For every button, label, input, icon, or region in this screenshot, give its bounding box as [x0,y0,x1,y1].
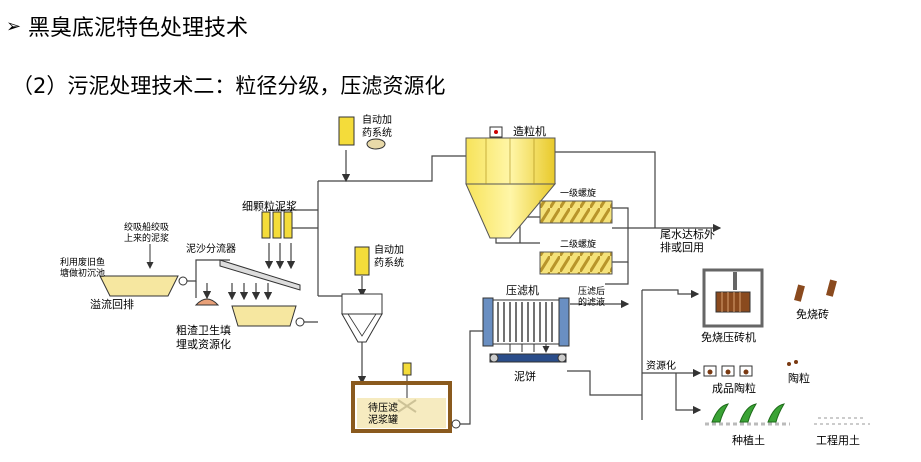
brick-machine-label: 免烧压砖机 [701,330,756,344]
dredge-label-b: 上来的泥浆 [124,232,169,244]
press-slurry-tank: 待压滤 泥浆罐 [351,362,461,433]
press-tank-label-a: 待压滤 [368,401,398,414]
mixing-hopper [341,293,383,343]
coarse-slag-label-a: 粗渣卫生填 [176,323,231,337]
fine-sludge-cyclones: 细颗粒泥浆 [242,199,297,239]
planting-soil-label: 种植土 [732,433,765,447]
section-title: 黑臭底泥特色处理技术 [28,16,249,41]
pond-label-a: 利用废旧鱼 [60,256,105,268]
stage2-spiral: 二级螺旋 [539,238,613,275]
granulator: 造粒机 [465,124,557,239]
fine-sludge-label: 细颗粒泥浆 [242,199,297,213]
overflow-label: 溢流回排 [90,297,134,311]
dredge-label-a: 绞吸船绞吸 [124,221,169,233]
planting-soil: 种植土 [705,403,790,447]
filtrate-label-b: 的滤液 [578,296,605,308]
tail-water-label-b: 排或回用 [660,240,704,254]
auto-dosing-label-2b: 药系统 [374,256,404,269]
engineering-soil-label: 工程用土 [816,434,860,447]
pipe-network [180,150,722,425]
engineering-soil: 工程用土 [814,417,870,447]
ceramsite-finished-label: 成品陶粒 [712,381,756,395]
coarse-slag-label-b: 埋或资源化 [176,337,231,351]
filter-press: 压滤机 压滤后 的滤液 泥饼 [482,283,605,383]
press-tank-label-b: 泥浆罐 [368,413,398,426]
mud-cake-label: 泥饼 [514,369,536,383]
resource-label: 资源化 [646,359,676,372]
sand-separator-label: 泥沙分流器 [186,242,236,255]
coarse-slag-area: 粗渣卫生填 埋或资源化 [176,298,305,351]
auto-dosing-label-1a: 自动加 [362,113,392,126]
auto-dosing-label-1b: 药系统 [362,126,392,139]
auto-dosing-label-2a: 自动加 [374,243,404,256]
filtrate-label-a: 压滤后 [578,285,605,297]
unfired-bricks: 免烧砖 [794,279,837,321]
ceramsite-products: 成品陶粒 陶粒 [703,360,810,395]
granulator-label: 造粒机 [513,124,546,138]
auto-dosing-unit-1: 自动加 药系统 [338,113,392,150]
stage2-spiral-label: 二级螺旋 [560,238,596,250]
tail-water-label-a: 尾水达标外 [660,227,715,241]
section-subtitle: （2）污泥处理技术二：粒径分级，压滤资源化 [12,74,446,98]
section-heading: ➢ 黑臭底泥特色处理技术 [6,10,248,42]
brick-press-machine: 免烧压砖机 [701,268,764,344]
ceramsite-label: 陶粒 [788,371,810,385]
stage1-spiral-label: 一级螺旋 [560,187,596,199]
bricks-label: 免烧砖 [796,307,829,321]
sand-separator: 泥沙分流器 [186,242,301,291]
stage1-spiral: 一级螺旋 [539,187,613,224]
pond-label-b: 塘做初沉池 [60,267,105,279]
dredge-inlet: 绞吸船绞吸 上来的泥浆 [124,221,169,269]
auto-dosing-unit-2: 自动加 药系统 [354,243,404,276]
bullet-arrow-icon: ➢ [6,15,22,37]
filter-press-label: 压滤机 [506,283,539,297]
settling-pond: 利用废旧鱼 塘做初沉池 溢流回排 [60,256,188,311]
